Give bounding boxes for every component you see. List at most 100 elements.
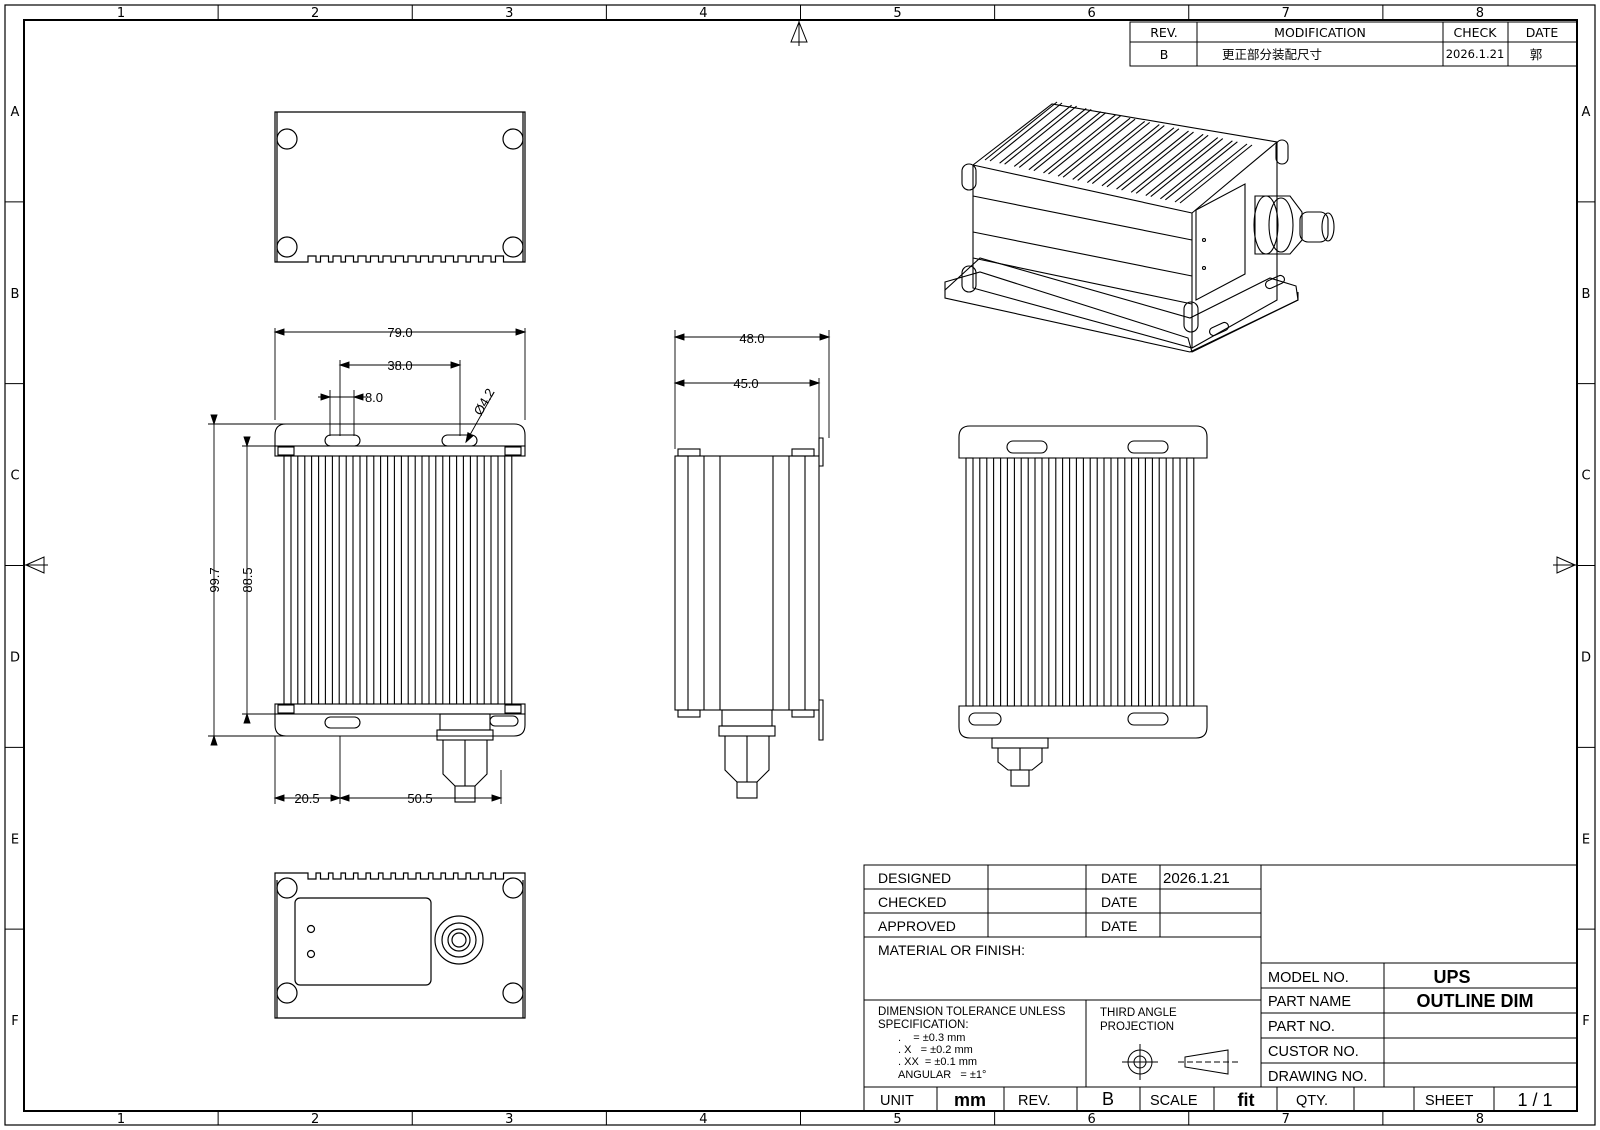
fin [380, 455, 389, 705]
side-view [674, 437, 824, 799]
dim-slot-pitch: 38.0 [387, 358, 412, 373]
fin [1077, 121, 1151, 181]
arrowhead [352, 393, 364, 401]
fin [1057, 117, 1131, 177]
drawing-no-label: DRAWING NO. [1268, 1069, 1367, 1085]
fin [1033, 112, 1107, 172]
zone-row-label: E [11, 832, 19, 847]
fin [435, 455, 444, 705]
material-label: MATERIAL OR FINISH: [878, 942, 1025, 958]
zone-row-label: A [1582, 105, 1591, 120]
zone-column-label: 6 [1088, 6, 1096, 21]
check-value: 2026.1.21 [1446, 47, 1505, 61]
arrowhead [465, 432, 474, 444]
fin [1160, 140, 1233, 200]
fin [1172, 457, 1181, 707]
tolerance-note: DIMENSION TOLERANCE UNLESS SPECIFICATION… [878, 1006, 1066, 1081]
fin [462, 455, 471, 705]
arrowhead [491, 794, 503, 802]
fin [1048, 115, 1121, 175]
fin [1130, 133, 1204, 193]
dim-slot-width: 8.0 [365, 390, 383, 405]
fin [1158, 457, 1167, 707]
zone-row-label: D [1581, 650, 1591, 665]
fin [1006, 457, 1015, 707]
arrowhead [819, 333, 831, 341]
unit-label: UNIT [880, 1093, 914, 1109]
fin [504, 455, 513, 705]
fin [338, 455, 347, 705]
arrowhead [338, 361, 350, 369]
part-no-label: PART NO. [1268, 1019, 1335, 1035]
arrowhead [673, 333, 685, 341]
zone-column-label: 3 [505, 6, 513, 21]
zone-column-label: 7 [1282, 1112, 1290, 1127]
fin [366, 455, 375, 705]
arrowhead [338, 794, 350, 802]
rev-header: REV. [1150, 25, 1178, 40]
rev-value: B [1102, 1089, 1114, 1109]
fin [490, 455, 499, 705]
fin [352, 455, 361, 705]
zone-column-label: 2 [311, 1112, 319, 1127]
fin [1116, 130, 1189, 190]
dim-width-overall: 79.0 [387, 325, 412, 340]
modification-header: MODIFICATION [1274, 25, 1366, 40]
arrowhead [330, 794, 342, 802]
tolerance-line: . = ±0.3 mm [898, 1032, 965, 1044]
tolerance-line: ANGULAR = ±1° [898, 1069, 986, 1081]
fin [476, 455, 485, 705]
fin [1075, 457, 1084, 707]
arrowhead [273, 328, 285, 336]
title-block: DESIGNED CHECKED APPROVED DATE DATE DATE… [863, 864, 1578, 1112]
zone-row-label: C [1581, 469, 1590, 484]
fin [1101, 127, 1175, 187]
zone-row-label: B [1582, 287, 1591, 302]
fin [1072, 120, 1146, 180]
custor-no-label: CUSTOR NO. [1268, 1044, 1359, 1060]
checked-label: CHECKED [878, 894, 946, 910]
unit-value: mm [954, 1090, 986, 1110]
arrowhead [515, 328, 527, 336]
zone-column-label: 1 [117, 1112, 125, 1127]
scale-label: SCALE [1150, 1093, 1198, 1109]
check-header: CHECK [1454, 25, 1498, 40]
zone-column-label: 7 [1282, 6, 1290, 21]
zone-row-label: E [1582, 832, 1590, 847]
arrowhead [210, 414, 218, 426]
fin [1186, 457, 1195, 707]
sheet-value: 1 / 1 [1517, 1090, 1552, 1110]
tolerance-line: . XX = ±0.1 mm [898, 1056, 977, 1068]
fin [421, 455, 430, 705]
designed-label: DESIGNED [878, 870, 951, 886]
zone-column-label: 8 [1476, 6, 1484, 21]
dimension-lines [208, 328, 830, 804]
fin [989, 102, 1063, 162]
fin [999, 104, 1072, 164]
fin [1135, 134, 1209, 194]
zone-column-label: 5 [893, 6, 901, 21]
fin [984, 101, 1058, 161]
designed-date-label: DATE [1101, 870, 1137, 886]
bottom-view [274, 872, 526, 1019]
fin [1028, 111, 1102, 171]
arrowhead [273, 794, 285, 802]
dim-height-body: 88.5 [240, 567, 255, 592]
zone-row-label: A [11, 105, 20, 120]
fin [1089, 457, 1098, 707]
zone-column-label: 2 [311, 6, 319, 21]
fin [1043, 114, 1116, 174]
top-view [274, 111, 526, 263]
fin [1174, 143, 1248, 203]
fin [965, 457, 974, 707]
fin [1144, 457, 1153, 707]
designed-date: 2026.1.21 [1163, 870, 1230, 887]
fin [1165, 141, 1238, 201]
rev-label: REV. [1018, 1093, 1051, 1109]
dim-depth-overall: 48.0 [739, 331, 764, 346]
dim-depth-body: 45.0 [733, 376, 758, 391]
date-value: 郭 [1530, 47, 1543, 62]
fin [283, 455, 292, 705]
fin [311, 455, 320, 705]
